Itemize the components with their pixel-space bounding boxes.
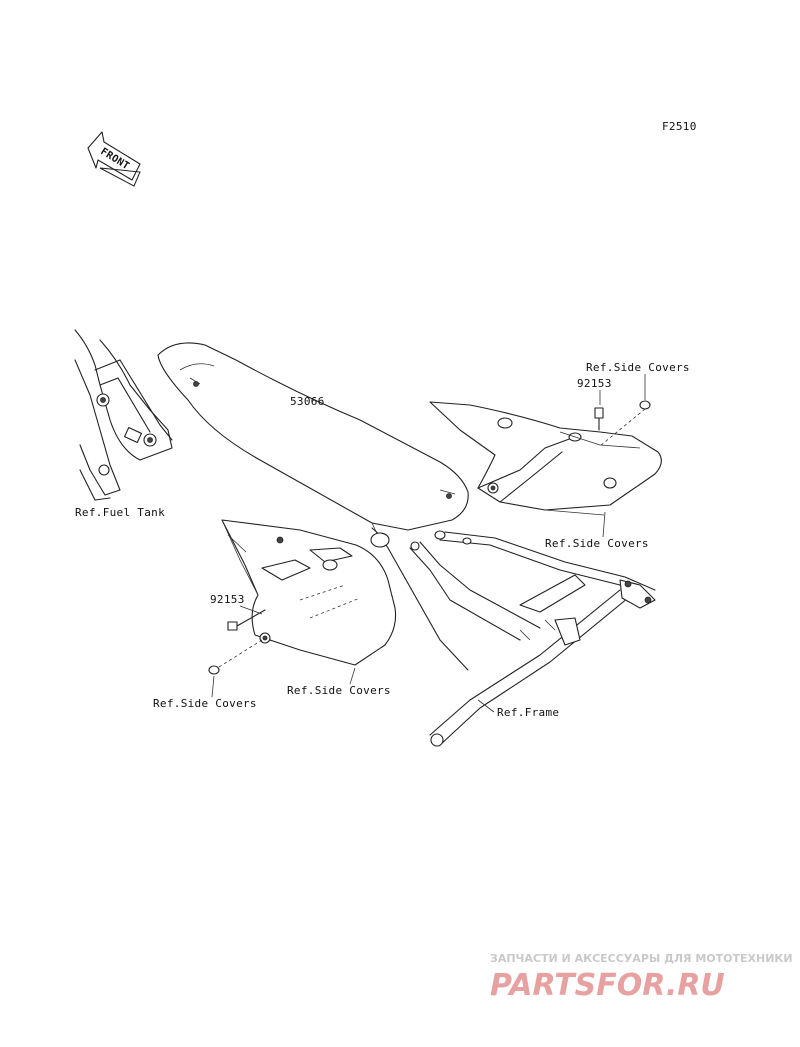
side-covers-ref-left: Ref.Side Covers bbox=[153, 697, 257, 710]
watermark-tagline: ЗАПЧАСТИ И АКСЕССУАРЫ ДЛЯ МОТОТЕХНИКИ bbox=[490, 952, 793, 965]
bolt-part-label-left: 92153 bbox=[210, 593, 245, 606]
right-side-cover-drawing bbox=[429, 401, 662, 516]
frame-drawing bbox=[370, 527, 656, 747]
side-covers-ref-bottom: Ref.Side Covers bbox=[287, 684, 391, 697]
collar-left-icon bbox=[208, 639, 263, 675]
front-arrow-icon: FRONT bbox=[87, 131, 141, 187]
side-covers-ref-right: Ref.Side Covers bbox=[545, 537, 649, 550]
left-side-cover-drawing bbox=[221, 519, 397, 666]
bolt-part-label-right: 92153 bbox=[577, 377, 612, 390]
watermark-logo: PARTSFOR.RU bbox=[490, 968, 725, 1003]
fuel-tank-drawing bbox=[74, 329, 173, 501]
seat-part-label: 53066 bbox=[290, 395, 325, 408]
side-covers-ref-top-right: Ref.Side Covers bbox=[586, 361, 690, 374]
seat-drawing bbox=[157, 342, 469, 541]
bolt-right-icon bbox=[594, 407, 604, 431]
figure-code: F2510 bbox=[662, 120, 697, 133]
collar-right-icon bbox=[599, 400, 651, 447]
fuel-tank-ref-label: Ref.Fuel Tank bbox=[75, 506, 165, 519]
frame-ref-label: Ref.Frame bbox=[497, 706, 559, 719]
bolt-left-icon bbox=[227, 609, 266, 631]
watermark: ЗАПЧАСТИ И АКСЕССУАРЫ ДЛЯ МОТОТЕХНИКИ PA… bbox=[490, 952, 793, 1003]
